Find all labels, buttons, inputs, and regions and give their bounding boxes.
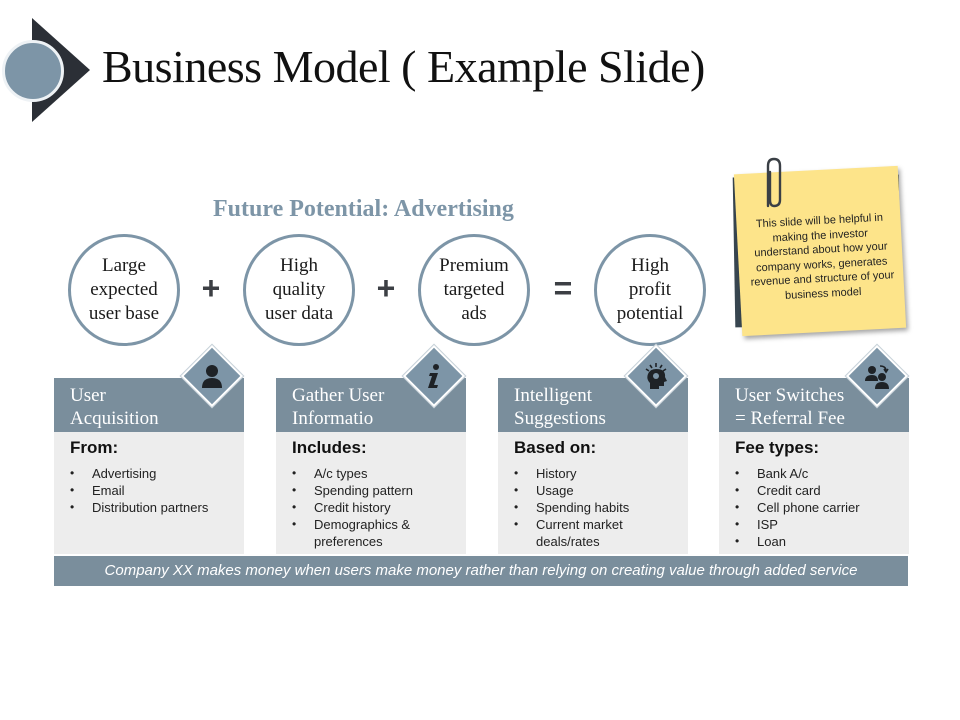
plus-operator: +: [376, 270, 396, 306]
section-subtitle: Future Potential: Advertising: [213, 196, 514, 222]
user-icon: [196, 360, 228, 392]
footer-banner: Company XX makes money when users make m…: [54, 556, 908, 586]
info-icon: [418, 360, 450, 392]
card-body: Based on: History Usage Spending habits …: [498, 432, 688, 554]
card-user-acquisition: User Acquisition From: Advertising Email…: [54, 378, 244, 554]
circle-user-data: High quality user data: [243, 234, 355, 346]
list-item: Credit card: [735, 482, 893, 499]
list-item: ISP: [735, 516, 893, 533]
list-item: Spending pattern: [292, 482, 450, 499]
list-item: Bank A/c: [735, 465, 893, 482]
paperclip-icon: [766, 157, 782, 208]
list-item: Demographics & preferences: [292, 516, 450, 550]
plus-operator: +: [201, 270, 221, 306]
list-item: Current market deals/rates: [514, 516, 672, 550]
circle-user-base: Large expected user base: [68, 234, 180, 346]
list-item: Loan: [735, 533, 893, 550]
list-item: Email: [70, 482, 228, 499]
card-subheading: From:: [70, 438, 119, 457]
header-circle-decoration: [2, 40, 64, 102]
user-switch-icon: [861, 360, 893, 392]
list-item: Credit history: [292, 499, 450, 516]
list-item: History: [514, 465, 672, 482]
card-body: Fee types: Bank A/c Credit card Cell pho…: [719, 432, 909, 554]
card-list: Advertising Email Distribution partners: [70, 465, 228, 516]
card-list: Bank A/c Credit card Cell phone carrier …: [735, 465, 893, 550]
card-subheading: Based on:: [514, 438, 597, 457]
slide-title: Business Model ( Example Slide): [102, 41, 705, 92]
card-subheading: Includes:: [292, 438, 367, 457]
circle-targeted-ads: Premium targeted ads: [418, 234, 530, 346]
card-body: From: Advertising Email Distribution par…: [54, 432, 244, 554]
list-item: Advertising: [70, 465, 228, 482]
card-intelligent-suggestions: Intelligent Suggestions Based on: Histor…: [498, 378, 688, 554]
card-list: History Usage Spending habits Current ma…: [514, 465, 672, 550]
sticky-note-text: This slide will be helpful in making the…: [750, 211, 895, 302]
card-gather-user-info: Gather User Informatio Includes: A/c typ…: [276, 378, 466, 554]
equals-operator: =: [553, 270, 573, 306]
list-item: A/c types: [292, 465, 450, 482]
list-item: Distribution partners: [70, 499, 228, 516]
card-user-switches: User Switches = Referral Fee Fee types: …: [719, 378, 909, 554]
card-subheading: Fee types:: [735, 438, 820, 457]
list-item: Spending habits: [514, 499, 672, 516]
card-body: Includes: A/c types Spending pattern Cre…: [276, 432, 466, 554]
list-item: Usage: [514, 482, 672, 499]
brain-head-icon: [640, 360, 672, 392]
card-list: A/c types Spending pattern Credit histor…: [292, 465, 450, 550]
list-item: Cell phone carrier: [735, 499, 893, 516]
circle-profit-potential: High profit potential: [594, 234, 706, 346]
